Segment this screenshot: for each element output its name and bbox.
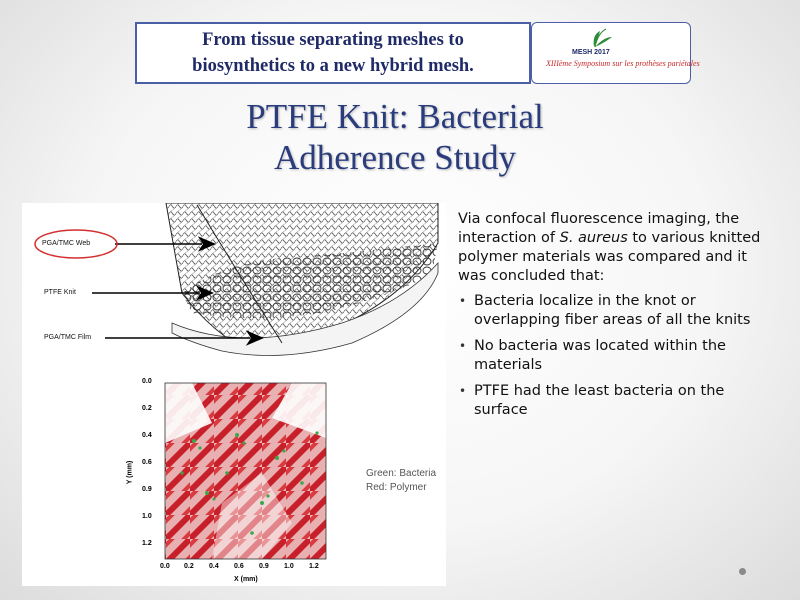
title-banner: From tissue separating meshes to biosynt… <box>135 22 531 84</box>
x-tick-label: 0.6 <box>234 563 244 570</box>
mesh-illustration <box>165 203 439 356</box>
x-tick-label: 1.2 <box>309 563 319 570</box>
logo-subtitle: XIIIème Symposium sur les prothèses pari… <box>546 59 700 68</box>
x-tick-label: 0.4 <box>209 563 219 570</box>
list-item: Bacteria localize in the knot or overlap… <box>458 292 778 330</box>
y-tick-label: 1.0 <box>142 513 152 520</box>
slide-title: PTFE Knit: Bacterial Adherence Study <box>150 96 640 178</box>
body-text: Via confocal fluorescence imaging, the i… <box>458 210 778 427</box>
banner-line-1: From tissue separating meshes to <box>202 30 464 50</box>
x-tick-label: 0.0 <box>160 563 170 570</box>
y-tick-label: 1.2 <box>142 540 152 547</box>
x-tick-label: 1.0 <box>284 563 294 570</box>
plot-legend: Green: Bacteria Red: Polymer <box>366 467 436 495</box>
y-tick-label: 0.6 <box>142 459 152 466</box>
y-tick-label: 0.0 <box>142 378 152 385</box>
page-indicator-dot <box>739 568 746 575</box>
y-tick-label: 0.2 <box>142 405 152 412</box>
x-axis-label: X (mm) <box>234 576 258 583</box>
x-tick-label: 0.9 <box>259 563 269 570</box>
study-figure: PGA/TMC Web PTFE Knit PGA/TMC Film Y (mm… <box>22 203 446 586</box>
species-name: S. aureus <box>559 230 628 246</box>
leaf-icon <box>593 28 612 48</box>
confocal-plot <box>164 382 327 560</box>
x-tick-label: 0.2 <box>184 563 194 570</box>
intro-paragraph: Via confocal fluorescence imaging, the i… <box>458 211 761 284</box>
list-item: PTFE had the least bacteria on the surfa… <box>458 382 778 420</box>
label-arrows <box>92 236 265 346</box>
y-tick-label: 0.4 <box>142 432 152 439</box>
legend-bacteria: Green: Bacteria <box>366 468 437 479</box>
highlight-circle <box>34 229 118 259</box>
title-line-2: Adherence Study <box>273 138 516 177</box>
label-ptfe-knit: PTFE Knit <box>44 289 76 296</box>
banner-line-2: biosynthetics to a new hybrid mesh. <box>192 56 474 76</box>
title-line-1: PTFE Knit: Bacterial <box>246 97 544 136</box>
label-pga-tmc-web: PGA/TMC Web <box>42 240 91 247</box>
y-tick-label: 0.9 <box>142 486 152 493</box>
y-axis-label: Y (mm) <box>126 460 134 485</box>
conference-logo: MESH 2017 XIIIème Symposium sur les prot… <box>531 22 700 84</box>
findings-list: Bacteria localize in the knot or overlap… <box>458 292 778 420</box>
list-item: No bacteria was located within the mater… <box>458 337 778 375</box>
label-pga-tmc-film: PGA/TMC Film <box>44 334 92 341</box>
logo-event-name: MESH 2017 <box>572 49 610 56</box>
figure-graphics <box>34 203 439 560</box>
legend-polymer: Red: Polymer <box>366 482 427 493</box>
